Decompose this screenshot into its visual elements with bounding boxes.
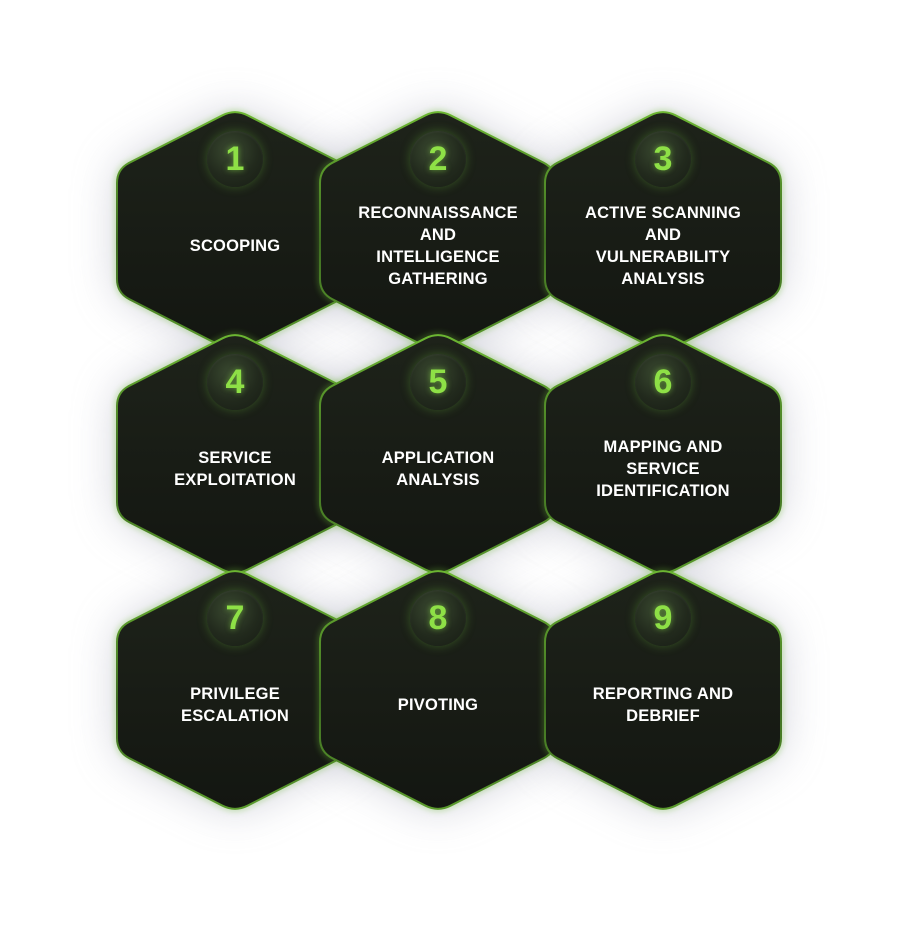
hexagon-step-5 bbox=[319, 334, 557, 574]
step-number-badge: 7 bbox=[207, 590, 263, 646]
step-number-badge: 3 bbox=[635, 131, 691, 187]
hexagon-step-6 bbox=[544, 334, 782, 574]
step-number-badge: 4 bbox=[207, 354, 263, 410]
hexagon-step-9 bbox=[544, 570, 782, 810]
step-label: PIVOTING bbox=[397, 696, 479, 714]
step-number-badge: 5 bbox=[410, 354, 466, 410]
hexagon-shape-layer bbox=[114, 109, 784, 812]
step-label: SERVICE EXPLOITATION bbox=[174, 449, 296, 489]
step-label: RECONNAISSANCE AND INTELLIGENCE GATHERIN… bbox=[358, 204, 518, 288]
step-number-badge: 9 bbox=[635, 590, 691, 646]
step-number-badge: 6 bbox=[635, 354, 691, 410]
step-number-badge: 2 bbox=[410, 131, 466, 187]
step-number-badge: 1 bbox=[207, 131, 263, 187]
step-label: ACTIVE SCANNING AND VULNERABILITY ANALYS… bbox=[584, 204, 742, 288]
step-label: SCOOPING bbox=[189, 237, 281, 255]
step-label: PRIVILEGE ESCALATION bbox=[180, 685, 290, 725]
step-label: REPORTING AND DEBRIEF bbox=[592, 685, 734, 725]
step-label: APPLICATION ANALYSIS bbox=[381, 449, 495, 489]
step-label: MAPPING AND SERVICE IDENTIFICATION bbox=[596, 438, 730, 500]
step-number-badge: 8 bbox=[410, 590, 466, 646]
hexagon-step-8 bbox=[319, 570, 557, 810]
